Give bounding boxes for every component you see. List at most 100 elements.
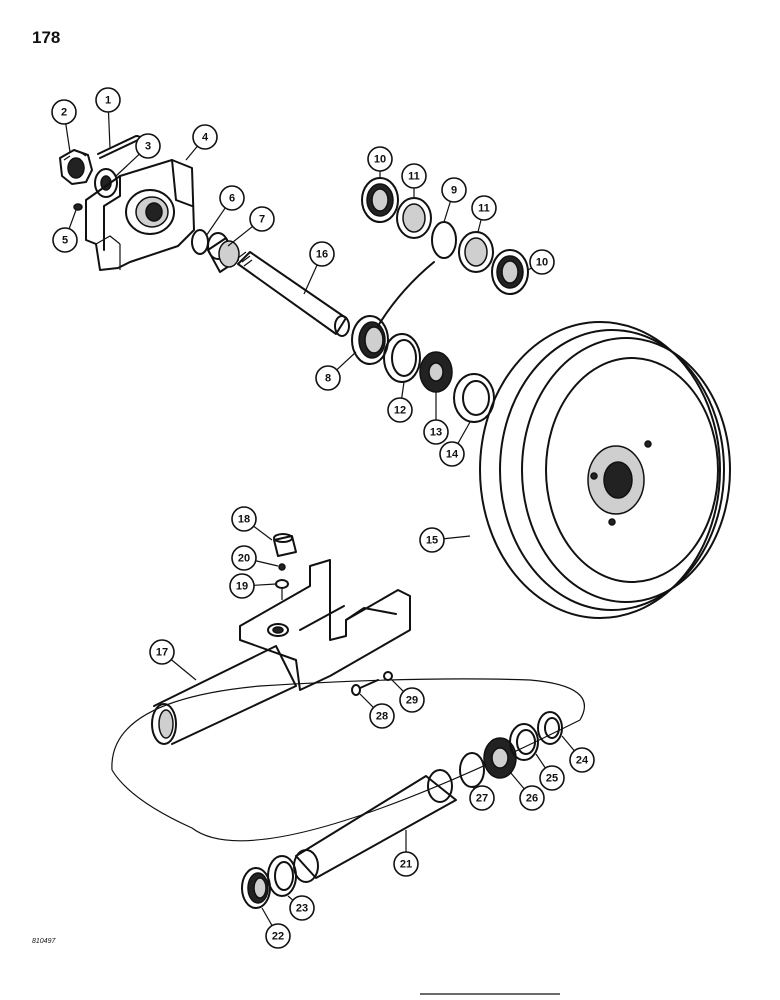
callout-leader xyxy=(509,771,525,790)
part-roller-bearing xyxy=(419,351,453,393)
callout-leader xyxy=(443,201,451,223)
callout-circle xyxy=(539,765,565,791)
callout-leader xyxy=(255,560,279,567)
callout-number: 27 xyxy=(476,793,488,805)
callout-27: 27 xyxy=(469,785,495,811)
callout-circle xyxy=(423,419,449,445)
callout-number: 10 xyxy=(374,154,386,166)
callout-circle xyxy=(387,397,413,423)
callout-layer: 1234567161011911108121314151820191728292… xyxy=(51,87,595,949)
part-bolt-washer xyxy=(351,671,393,696)
callout-leader xyxy=(359,693,374,708)
callout-number: 19 xyxy=(236,581,248,593)
callout-number: 5 xyxy=(62,235,68,247)
callout-number: 22 xyxy=(272,931,284,943)
callout-leader xyxy=(185,145,198,161)
callout-7: 7 xyxy=(227,206,275,247)
callout-circle xyxy=(441,177,467,203)
callout-22: 22 xyxy=(261,907,291,949)
callout-leader xyxy=(535,753,546,769)
callout-number: 10 xyxy=(536,257,548,269)
part-seal-group xyxy=(361,177,529,327)
callout-10: 10 xyxy=(367,146,393,178)
callout-circle xyxy=(219,185,245,211)
page-number: 178 xyxy=(32,28,61,47)
part-small-fitting xyxy=(73,203,83,211)
callout-circle xyxy=(289,895,315,921)
callout-leader xyxy=(227,225,253,247)
callout-circle xyxy=(135,133,161,159)
callout-number: 18 xyxy=(238,514,250,526)
callout-20: 20 xyxy=(231,545,279,571)
callout-6: 6 xyxy=(205,185,245,237)
callout-leader xyxy=(391,679,404,692)
drawing-reference-code: 810497 xyxy=(32,938,56,945)
callout-circle xyxy=(367,146,393,172)
callout-17: 17 xyxy=(149,639,197,681)
callout-number: 7 xyxy=(259,214,265,226)
callout-29: 29 xyxy=(391,679,425,713)
part-bearing-cup xyxy=(383,333,421,383)
callout-leader xyxy=(287,895,294,901)
callout-4: 4 xyxy=(185,124,218,161)
part-long-pin xyxy=(293,769,457,883)
callout-leader xyxy=(253,525,273,541)
callout-number: 17 xyxy=(156,647,168,659)
part-o-ring xyxy=(191,229,209,255)
callout-circle xyxy=(231,545,257,571)
callout-number: 14 xyxy=(446,449,459,461)
callout-25: 25 xyxy=(535,753,565,791)
callout-3: 3 xyxy=(115,133,161,177)
part-bearing-group-lower xyxy=(459,711,563,788)
callout-circle xyxy=(399,687,425,713)
callout-13: 13 xyxy=(423,392,449,445)
callout-circle xyxy=(51,99,77,125)
callout-number: 3 xyxy=(145,141,151,153)
callout-11: 11 xyxy=(471,195,497,233)
callout-leader xyxy=(477,219,482,233)
part-bushing xyxy=(207,232,240,273)
callout-leader xyxy=(336,351,357,371)
callout-number: 12 xyxy=(394,405,406,417)
callout-circle xyxy=(419,527,445,553)
callout-number: 21 xyxy=(400,859,412,871)
callout-circle xyxy=(469,785,495,811)
callout-leader xyxy=(107,111,111,149)
assembly-path-line xyxy=(111,678,585,842)
callout-leader xyxy=(68,209,77,229)
part-idler-wheel xyxy=(479,321,731,619)
callout-16: 16 xyxy=(303,241,335,295)
callout-circle xyxy=(249,206,275,232)
callout-circle xyxy=(529,249,555,275)
callout-number: 13 xyxy=(430,427,442,439)
part-seal-lower xyxy=(241,855,297,909)
callout-28: 28 xyxy=(359,693,395,729)
callout-number: 16 xyxy=(316,249,328,261)
callout-circle xyxy=(149,639,175,665)
callout-number: 24 xyxy=(576,755,589,767)
callout-circle xyxy=(401,163,427,189)
callout-circle xyxy=(569,747,595,773)
callout-number: 23 xyxy=(296,903,308,915)
callout-number: 20 xyxy=(238,553,250,565)
callout-circle xyxy=(393,851,419,877)
part-castle-nut xyxy=(59,149,93,185)
part-bracket-housing xyxy=(85,159,195,271)
callout-26: 26 xyxy=(509,771,545,811)
callout-18: 18 xyxy=(231,506,273,541)
callout-number: 15 xyxy=(426,535,438,547)
part-seal-left xyxy=(351,315,389,365)
part-fittings xyxy=(275,563,289,600)
callout-circle xyxy=(309,241,335,267)
callout-leader xyxy=(261,907,273,926)
callout-circle xyxy=(192,124,218,150)
callout-number: 8 xyxy=(325,373,331,385)
callout-leader xyxy=(303,264,318,295)
callout-23: 23 xyxy=(287,895,315,921)
callout-circle xyxy=(231,506,257,532)
callout-leader xyxy=(443,535,471,540)
callout-circle xyxy=(95,87,121,113)
callout-circle xyxy=(229,573,255,599)
callout-11: 11 xyxy=(401,163,427,198)
